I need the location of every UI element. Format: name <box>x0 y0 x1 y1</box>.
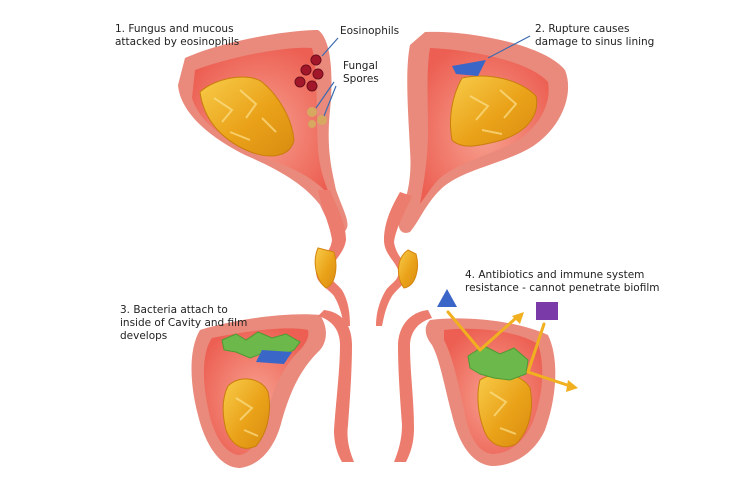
fungal-spores-cluster <box>307 107 327 128</box>
arrowhead-icon <box>566 380 578 392</box>
upper-right-duct <box>376 192 412 326</box>
step1-label: 1. Fungus and mucous attacked by eosinop… <box>115 23 239 49</box>
lower-right-sinus <box>394 310 556 466</box>
fungal-spore <box>307 107 317 117</box>
lower-right-fungus-texture <box>489 391 517 435</box>
deflection-arrows <box>446 310 572 388</box>
step1-line: attacked by eosinophils <box>115 36 240 48</box>
lower-left-duct <box>318 310 354 462</box>
arrowhead-icon <box>512 312 524 324</box>
eosinophil-cell <box>300 64 312 76</box>
upper-right-sinus <box>376 31 569 326</box>
eosinophils-label: Eosinophils <box>340 25 400 37</box>
eosinophils-pointer <box>321 37 339 57</box>
step2-label: 2. Rupture causes damage to sinus lining <box>535 23 655 48</box>
annotation-lines <box>315 35 531 117</box>
rupture-pointer <box>487 35 531 59</box>
step3-label: 3. Bacteria attach to inside of Cavity a… <box>120 304 248 342</box>
eosinophil-cell <box>312 68 324 80</box>
eosinophil-cell <box>294 76 306 88</box>
eosinophil-cell <box>310 54 322 66</box>
immune-square-icon <box>536 302 558 320</box>
upper-left-fungus-texture <box>213 89 277 141</box>
lower-right-duct <box>394 310 432 462</box>
spores-pointer-1 <box>315 81 335 109</box>
upper-right-turbinate <box>398 249 418 289</box>
lining-damage-left <box>256 350 292 364</box>
antibiotic-triangle-icon <box>437 289 457 307</box>
step4-label: 4. Antibiotics and immune system resista… <box>465 269 660 294</box>
fungal-spore <box>317 115 327 125</box>
fungal-spore <box>308 120 316 128</box>
lower-left-fungus-texture <box>235 397 259 437</box>
biofilm-right <box>467 345 529 381</box>
fungal-spores-label: Fungal Spores <box>343 60 379 85</box>
spores-pointer-2 <box>323 85 337 117</box>
upper-left-turbinate <box>314 247 337 289</box>
eosinophil-cell <box>306 80 318 92</box>
lower-left-sinus <box>191 310 354 468</box>
step1-line: 1. Fungus and mucous <box>115 23 234 35</box>
upper-right-fungus-mass <box>449 75 538 147</box>
upper-right-fungus-texture <box>469 89 518 135</box>
eosinophils-cluster <box>294 54 324 92</box>
upper-left-sinus <box>178 30 350 326</box>
lining-rupture-patch <box>452 60 486 76</box>
